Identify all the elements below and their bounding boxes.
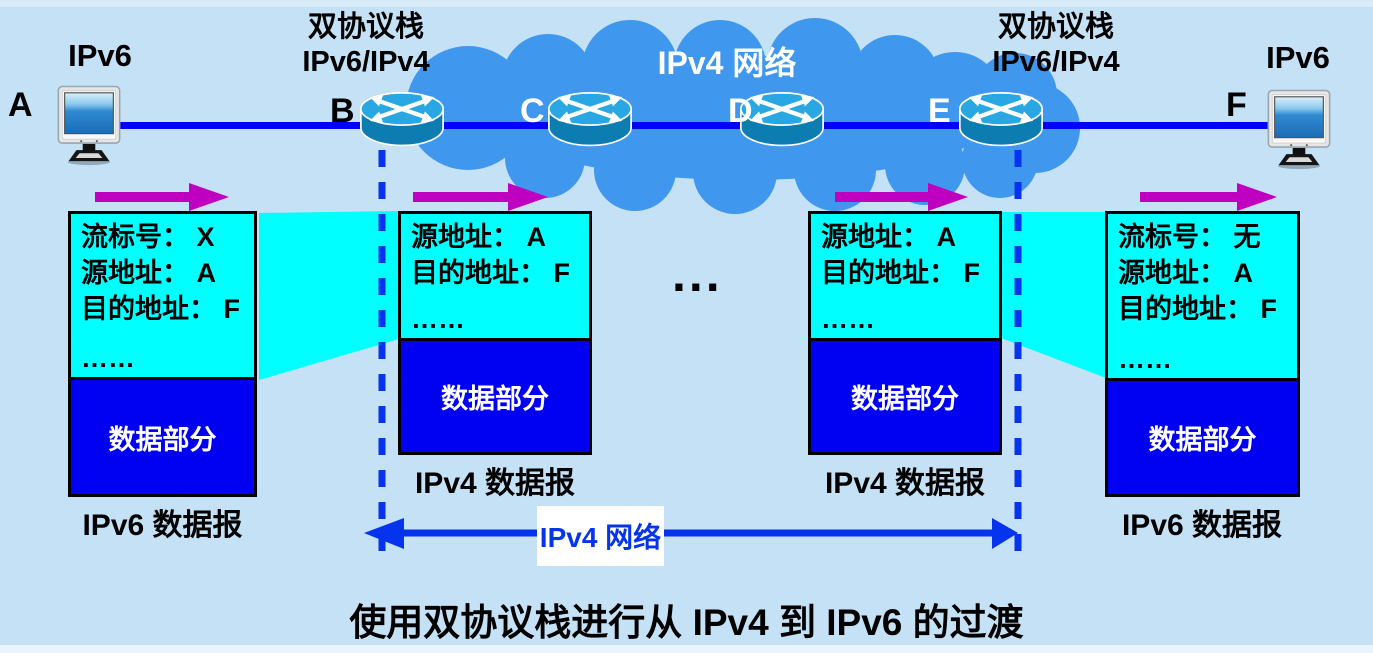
packet-3-data-part: 数据部分 xyxy=(811,341,999,452)
packet-1-field-dst: 目的地址： F xyxy=(81,294,240,324)
packet-4-header: 流标号： 无 源地址： A 目的地址： F …… xyxy=(1108,214,1297,381)
node-letter-f: F xyxy=(1226,86,1247,124)
packet-4-data-part: 数据部分 xyxy=(1108,381,1297,494)
figure-caption: 使用双协议栈进行从 IPv4 到 IPv6 的过渡 xyxy=(349,602,1024,643)
packet-3-data-label: 数据部分 xyxy=(851,384,959,414)
header-translation-funnel-left xyxy=(259,211,399,380)
packet-2-data-label: 数据部分 xyxy=(441,384,549,414)
packet-1-caption: IPv6 数据报 xyxy=(82,509,243,542)
transit-ellipsis: ... xyxy=(672,246,723,302)
packet-3-caption: IPv4 数据报 xyxy=(824,467,986,500)
header-translation-funnel-right xyxy=(1001,212,1106,378)
router-b-dual-stack-label: 双协议栈 IPv6/IPv4 xyxy=(276,10,456,80)
packet-box-ipv6-left: 流标号： X 源地址： A 目的地址： F …… 数据部分 xyxy=(68,211,257,497)
packet-box-ipv4-right: 源地址： A 目的地址： F …… 数据部分 xyxy=(808,211,1002,455)
router-e-dual-stack-line2: IPv6/IPv4 xyxy=(992,46,1120,78)
packet-1-field-flow-label: 流标号： X xyxy=(81,222,215,252)
host-a-protocol-label: IPv6 xyxy=(68,38,132,73)
bottom-edge-strip xyxy=(0,645,1373,653)
router-b-dual-stack-line1: 双协议栈 xyxy=(307,11,424,43)
packet-1-field-src: 源地址： A xyxy=(81,258,216,288)
router-b-icon xyxy=(359,92,445,148)
packet-box-ipv6-right: 流标号： 无 源地址： A 目的地址： F …… 数据部分 xyxy=(1105,211,1300,497)
packet-3-field-dst: 目的地址： F xyxy=(821,258,980,288)
packet-4-field-dst: 目的地址： F xyxy=(1118,294,1277,324)
router-b-dual-stack-line2: IPv6/IPv4 xyxy=(302,46,430,78)
router-e-dual-stack-label: 双协议栈 IPv6/IPv4 xyxy=(966,10,1146,80)
node-letter-e: E xyxy=(928,92,951,130)
node-letter-c: C xyxy=(520,92,545,130)
packet-2-caption: IPv4 数据报 xyxy=(414,467,576,500)
packet-4-caption: IPv6 数据报 xyxy=(1121,509,1283,542)
top-edge-strip xyxy=(0,0,1373,7)
router-e-icon xyxy=(958,92,1044,148)
flow-arrow-3 xyxy=(835,183,968,211)
packet-1-data-part: 数据部分 xyxy=(71,380,254,494)
packet-2-field-dst: 目的地址： F xyxy=(411,258,570,288)
ipv4-span-double-arrow xyxy=(364,518,1018,549)
router-e-dual-stack-line1: 双协议栈 xyxy=(997,11,1114,43)
packet-box-ipv4-left: 源地址： A 目的地址： F …… 数据部分 xyxy=(398,211,592,455)
packet-4-field-flow-label: 流标号： 无 xyxy=(1118,222,1261,252)
node-letter-d: D xyxy=(728,92,753,130)
packet-1-ellipsis: …… xyxy=(81,343,135,373)
host-f-protocol-label: IPv6 xyxy=(1266,40,1330,75)
host-a-computer-icon xyxy=(56,84,122,166)
packet-1-data-label: 数据部分 xyxy=(108,424,217,455)
packet-3-field-src: 源地址： A xyxy=(821,222,956,252)
node-letter-b: B xyxy=(330,92,355,130)
node-letter-a: A xyxy=(8,86,33,124)
packet-2-data-part: 数据部分 xyxy=(401,341,589,452)
flow-arrow-2 xyxy=(413,183,548,211)
ipv4-span-label: IPv4 网络 xyxy=(539,522,662,553)
packet-4-data-label: 数据部分 xyxy=(1148,425,1257,455)
packet-2-field-src: 源地址： A xyxy=(411,222,546,252)
flow-arrow-4 xyxy=(1140,183,1277,211)
packet-1-header: 流标号： X 源地址： A 目的地址： F …… xyxy=(71,214,254,380)
packet-4-ellipsis: …… xyxy=(1118,344,1172,374)
network-link-line xyxy=(105,122,1295,129)
packet-2-ellipsis: …… xyxy=(411,304,465,334)
flow-arrow-1 xyxy=(95,183,229,211)
packet-3-ellipsis: …… xyxy=(821,304,875,334)
packet-2-header: 源地址： A 目的地址： F …… xyxy=(401,214,589,341)
packet-4-field-src: 源地址： A xyxy=(1118,258,1253,288)
router-c-icon xyxy=(547,92,633,148)
host-f-computer-icon xyxy=(1266,88,1332,170)
packet-flow-arrows xyxy=(95,183,1277,211)
ipv4-span-label-box: IPv4 网络 xyxy=(537,506,664,566)
packet-3-header: 源地址： A 目的地址： F …… xyxy=(811,214,999,341)
ipv4-cloud-label: IPv4 网络 xyxy=(657,45,797,81)
